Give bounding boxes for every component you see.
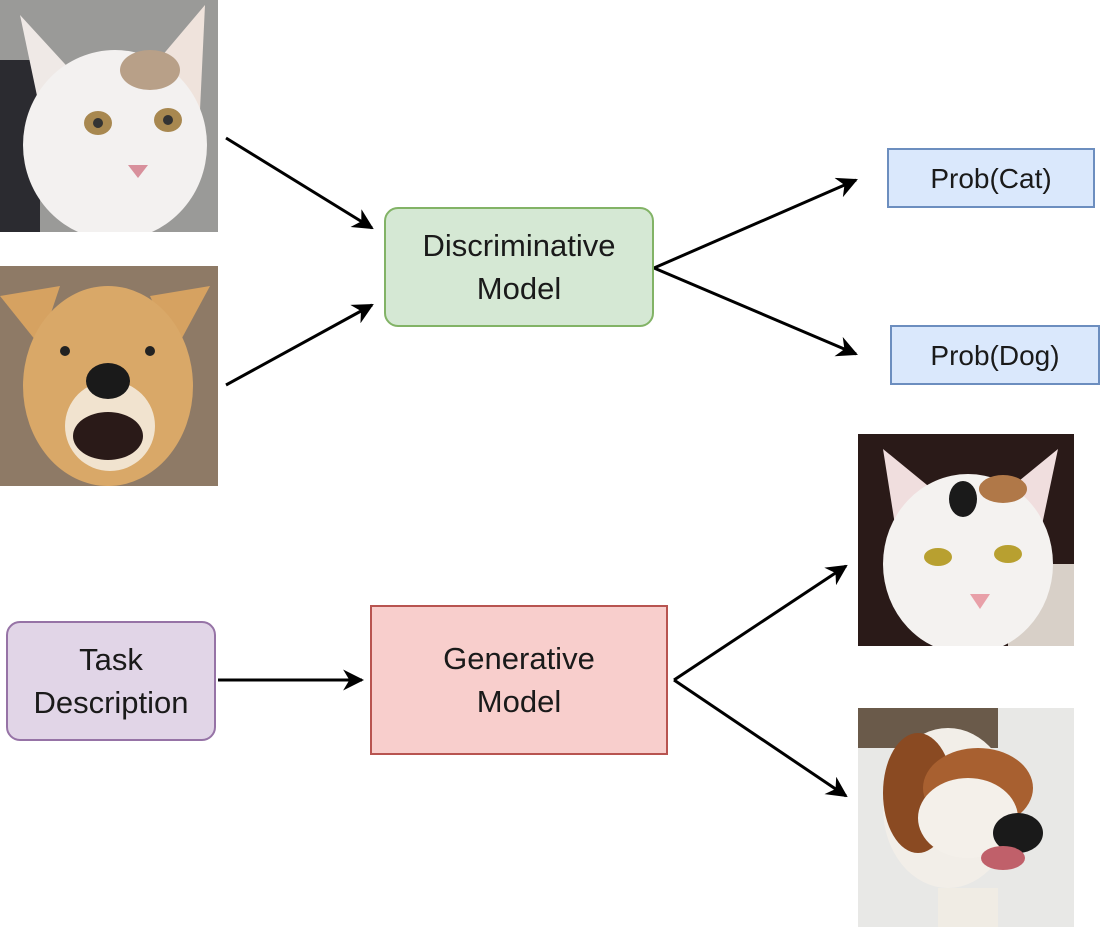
task-description-box: Task Description	[6, 621, 216, 741]
task-description-line2: Description	[33, 685, 189, 720]
prob-dog-box: Prob(Dog)	[890, 325, 1100, 385]
arrow-discriminative-to-dog	[653, 266, 858, 357]
prob-cat-box: Prob(Cat)	[887, 148, 1095, 208]
cat-photo-icon	[0, 0, 218, 232]
prob-cat-label: Prob(Cat)	[930, 162, 1052, 194]
discriminative-model-box: Discriminative Model	[384, 207, 654, 327]
input-cat-photo	[0, 0, 218, 232]
generated-dog-photo	[858, 708, 1074, 927]
arrow-generative-to-dog	[673, 678, 848, 798]
arrow-cat-to-discriminative	[225, 136, 374, 230]
generative-model-label-line2: Model	[476, 684, 562, 719]
dog-photo-icon	[858, 708, 1074, 927]
discriminative-model-label-line1: Discriminative	[422, 228, 616, 263]
generative-model-label-line1: Generative	[443, 641, 595, 676]
arrow-generative-to-cat	[673, 564, 848, 682]
arrow-discriminative-to-cat	[653, 177, 858, 270]
input-dog-photo	[0, 266, 218, 486]
task-description-line1: Task	[79, 642, 143, 677]
prob-dog-label: Prob(Dog)	[930, 339, 1060, 371]
dog-photo-icon	[0, 266, 218, 486]
generated-cat-photo	[858, 434, 1074, 646]
discriminative-model-label-line2: Model	[476, 271, 562, 306]
generative-model-box: Generative Model	[370, 605, 668, 755]
arrow-dog-to-discriminative	[225, 303, 374, 387]
cat-photo-icon	[858, 434, 1074, 646]
